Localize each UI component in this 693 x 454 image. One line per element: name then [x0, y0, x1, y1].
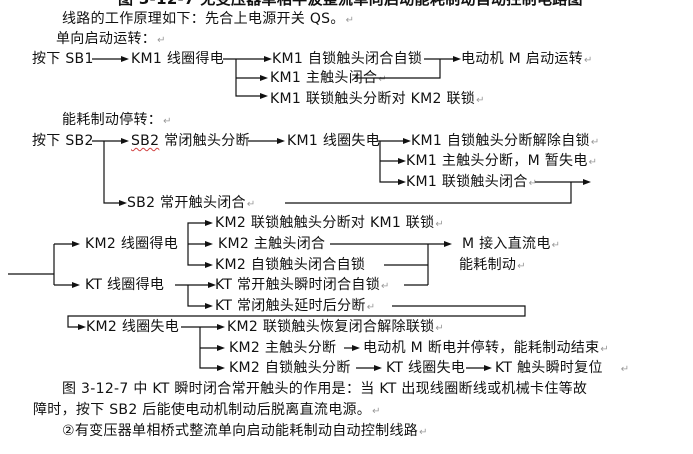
km1-interlock-open: KM1 联锁触头分断对 KM2 联锁↵	[270, 91, 485, 107]
note-line-1: 图 3-12-7 中 KT 瞬时闭合常开触头的作用是：当 KT 出现线圈断线或机…	[62, 381, 588, 397]
kt-contact-reset: KT 触头瞬时复位↵	[495, 360, 630, 376]
intro-text: 线路的工作原理如下：先合上电源开关 QS。↵	[62, 11, 355, 27]
km2-interlock-open: KM2 联锁触触头分断对 KM1 联锁↵	[215, 215, 445, 231]
press-sb1: 按下 SB1	[32, 51, 94, 67]
km1-coil-energized: KM1 线圈得电	[131, 51, 225, 67]
km2-main-open: KM2 主触头分断	[229, 340, 337, 356]
km2-main-closed: KM2 主触头闭合	[218, 236, 326, 252]
note-line-3: ②有变压器单相桥式整流单向启动能耗制动自动控制线路↵	[62, 423, 428, 439]
km1-main-open: KM1 主触头分断，M 暂失电↵	[406, 153, 598, 169]
dc-braking-line1: M 接入直流电↵	[462, 236, 561, 252]
motor-stop: 电动机 M 断电并停转，能耗制动结束↵	[363, 340, 610, 356]
motor-start: 电动机 M 启动运转↵	[461, 51, 593, 67]
press-sb2: 按下 SB2	[32, 133, 94, 149]
km1-self-lock-release: KM1 自锁触头分断解除自锁↵	[411, 133, 600, 149]
sb2-no-closed: SB2 常开触头闭合↵	[127, 195, 256, 211]
km1-coil-deenergized: KM1 线圈失电	[287, 133, 381, 149]
km1-main-contact-closed: KM1 主触头闭合↵	[270, 70, 388, 86]
startup-heading: 单向启动运转：↵	[56, 31, 166, 47]
km2-interlock-restore: KM2 联锁触头恢复闭合解除联锁↵	[227, 319, 445, 335]
dc-braking-line2: 能耗制动↵	[459, 257, 526, 273]
km2-coil-energized: KM2 线圈得电	[85, 236, 179, 252]
kt-coil-deenergized: KT 线圈失电	[386, 360, 466, 376]
note-line-2: 障时，按下 SB2 后能使电动机制动后脱离直流电源。↵	[33, 402, 381, 418]
braking-heading: 能耗制动停转：↵	[62, 112, 172, 128]
km2-self-lock-closed: KM2 自锁触头闭合自锁	[215, 257, 366, 273]
km2-self-lock-open: KM2 自锁触头分断	[229, 360, 351, 376]
km1-interlock-closed: KM1 联锁触头闭合↵	[406, 174, 538, 190]
kt-no-instant-close: KT 常开触头瞬时闭合自锁↵	[215, 277, 390, 293]
sb2-nc-open: SB2 常闭触头分断	[131, 133, 250, 149]
km1-self-lock-closed: KM1 自锁触头闭合自锁	[272, 51, 423, 67]
paragraph-mark: ↵	[345, 15, 355, 26]
kt-coil-energized: KT 线圈得电	[85, 277, 165, 293]
kt-nc-delayed-open: KT 常闭触头延时后分断↵	[215, 298, 376, 314]
figure-title: 图 3-12-7 无变压器单相半波整流单向启动能耗制动自动控制电路图	[118, 0, 583, 7]
km2-coil-deenergized: KM2 线圈失电	[86, 319, 180, 335]
